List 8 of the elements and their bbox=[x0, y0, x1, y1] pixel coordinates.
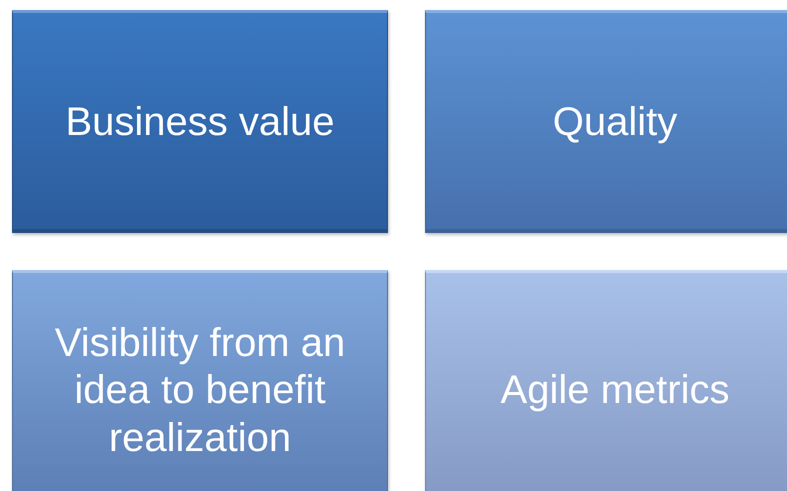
category-box bbox=[425, 10, 787, 233]
category-box bbox=[12, 10, 388, 233]
box-label: Business value bbox=[65, 98, 335, 146]
category-box bbox=[12, 270, 388, 491]
box-label: Agile metrics bbox=[500, 367, 730, 414]
box-label: Visibility from an idea to benefit realization bbox=[54, 320, 346, 462]
box-label: Quality bbox=[552, 98, 678, 146]
category-box bbox=[425, 270, 787, 491]
